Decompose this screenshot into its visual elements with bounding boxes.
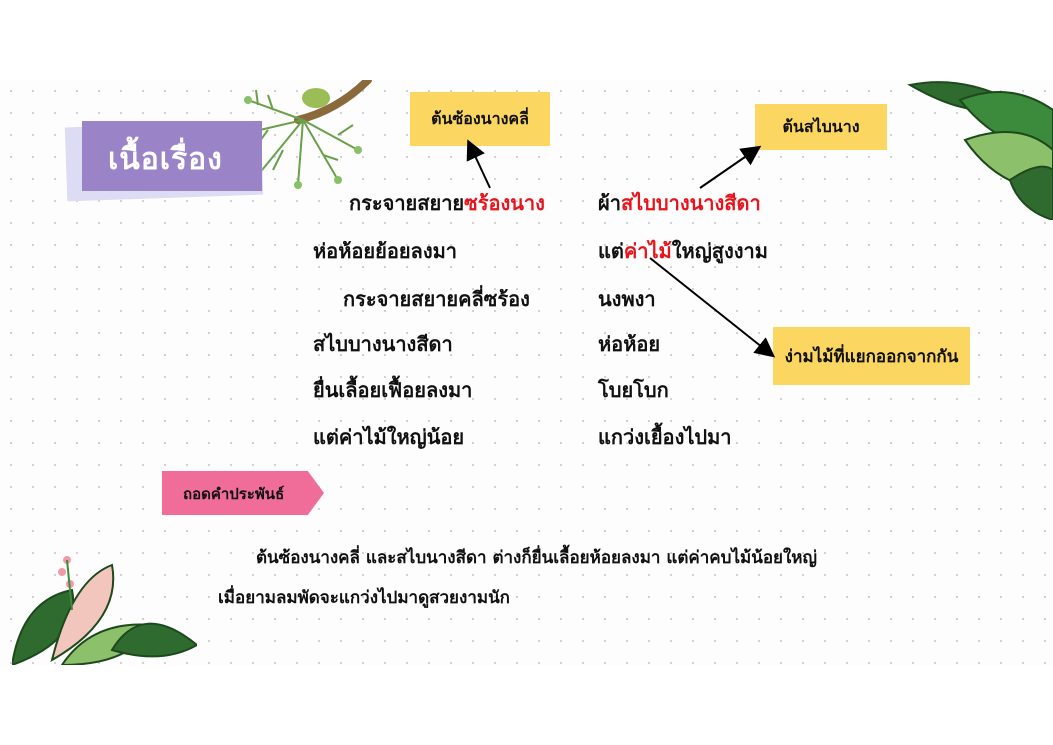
translation-line-1: ต้นซ้องนางคลี่ และสไบนางสีดา ต่างก็ยื่นเ…: [256, 548, 817, 568]
label-ton-sabai-nang: ต้นสไบนาง: [755, 104, 887, 150]
arrow-to-top-left-label: [466, 139, 491, 189]
poem-right-line-2: แต่ค่าไม้ใหญ่สูงงาม: [598, 235, 768, 267]
poem-right-line-1: ผ้าสไบบางนางสีดา: [598, 187, 761, 219]
poem-highlight: สไบบางนางสีดา: [620, 191, 761, 215]
leaves-top-right-icon: [907, 81, 1053, 220]
poem-right-line-6: แกว่งเยื้องไปมา: [598, 425, 732, 449]
poem-right-line-4: ห่อห้อย: [598, 332, 661, 356]
poem-text: ใหญ่สูงงาม: [671, 239, 768, 263]
poem-left-line-4: สไบบางนางสีดา: [313, 332, 453, 356]
poem-right-line-5: โบยโบก: [598, 378, 669, 402]
poem-highlight: ซร้องนาง: [464, 191, 545, 215]
poem-text: กระจายสยาย: [349, 191, 465, 215]
poem-left-line-5: ยื่นเลื้อยเฟื้อยลงมา: [313, 378, 473, 402]
poem-left-line-2: ห่อห้อยย้อยลงมา: [313, 239, 457, 263]
leaves-bottom-left-icon: [12, 556, 197, 665]
poem-highlight: ค่าไม้: [623, 239, 672, 263]
title-box: [82, 121, 262, 191]
arrow-to-top-right-label: [699, 145, 762, 189]
poem-left-line-6: แต่ค่าไม้ใหญ่น้อย: [313, 425, 465, 449]
poem-left-line-1: กระจายสยายซร้องนาง: [349, 187, 545, 219]
poem-right-line-3: นงพงา: [598, 287, 656, 311]
translation-tag: [162, 471, 324, 515]
label-ngam-mai: ง่ามไม้ที่แยกออกจากกัน: [773, 327, 970, 385]
translation-tag-label: ถอดคำประพันธ์: [183, 485, 285, 503]
poem-text: ผ้า: [598, 191, 621, 215]
poem-text: แต่: [598, 239, 624, 263]
slide-title: เนื้อเรื่อง: [108, 142, 223, 177]
arrow-to-right-middle-label: [649, 257, 776, 358]
label-ton-song-nang-khli: ต้นซ้องนางคลี่: [410, 92, 550, 146]
poem-left-line-3: กระจายสยายคลี่ซร้อง: [343, 287, 530, 311]
translation-line-2: เมื่อยามลมพัดจะแกว่งไปมาดูสวยงามนัก: [218, 588, 510, 608]
